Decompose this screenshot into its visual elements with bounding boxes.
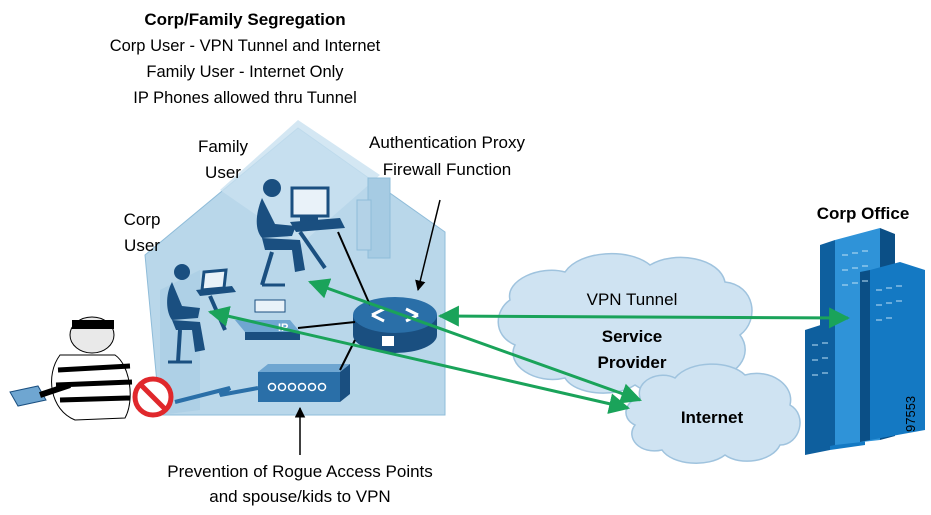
header-line-2: Family User - Internet Only: [146, 63, 344, 81]
corp-user-label-line-1: Corp: [123, 210, 161, 229]
router-icon: [353, 297, 437, 353]
header-line-1: Corp User - VPN Tunnel and Internet: [109, 37, 381, 55]
family-user-label-line-2: User: [205, 163, 241, 182]
vpn-tunnel-arrow: [437, 305, 851, 329]
corp-internet-arrow: [207, 305, 631, 415]
access-point-icon: [258, 364, 350, 402]
family-user-label-line-1: Family: [197, 137, 249, 156]
office-building-icon: [805, 228, 925, 455]
auth-proxy-pointer: [415, 199, 441, 292]
internet-label: Internet: [680, 408, 744, 427]
auth-proxy-label-line-1: Authentication Proxy: [369, 133, 525, 152]
service-provider-label-line-1: Service: [601, 327, 663, 346]
corp-user-icon: [167, 264, 236, 364]
corp-office-label: Corp Office: [816, 204, 910, 223]
traffic-arrows: [207, 278, 851, 415]
vpn-tunnel-label: VPN Tunnel: [586, 290, 678, 309]
service-provider-label-line-2: Provider: [597, 353, 667, 372]
auth-proxy-label-line-2: Firewall Function: [382, 160, 512, 179]
header-title: Corp/Family Segregation: [144, 10, 346, 29]
rogue-ap-caption-line-2: and spouse/kids to VPN: [209, 487, 391, 506]
header-line-3: IP Phones allowed thru Tunnel: [133, 89, 357, 107]
corp-user-label-line-2: User: [124, 236, 160, 255]
house-chimney-2: [356, 199, 372, 251]
document-id: 97553: [903, 395, 918, 432]
rogue-ap-caption-line-1: Prevention of Rogue Access Points: [167, 462, 433, 481]
hacker-icon: [9, 316, 133, 421]
family-user-icon: [256, 179, 345, 287]
prohibited-icon: [132, 376, 174, 418]
internet-cloud: [625, 363, 801, 464]
